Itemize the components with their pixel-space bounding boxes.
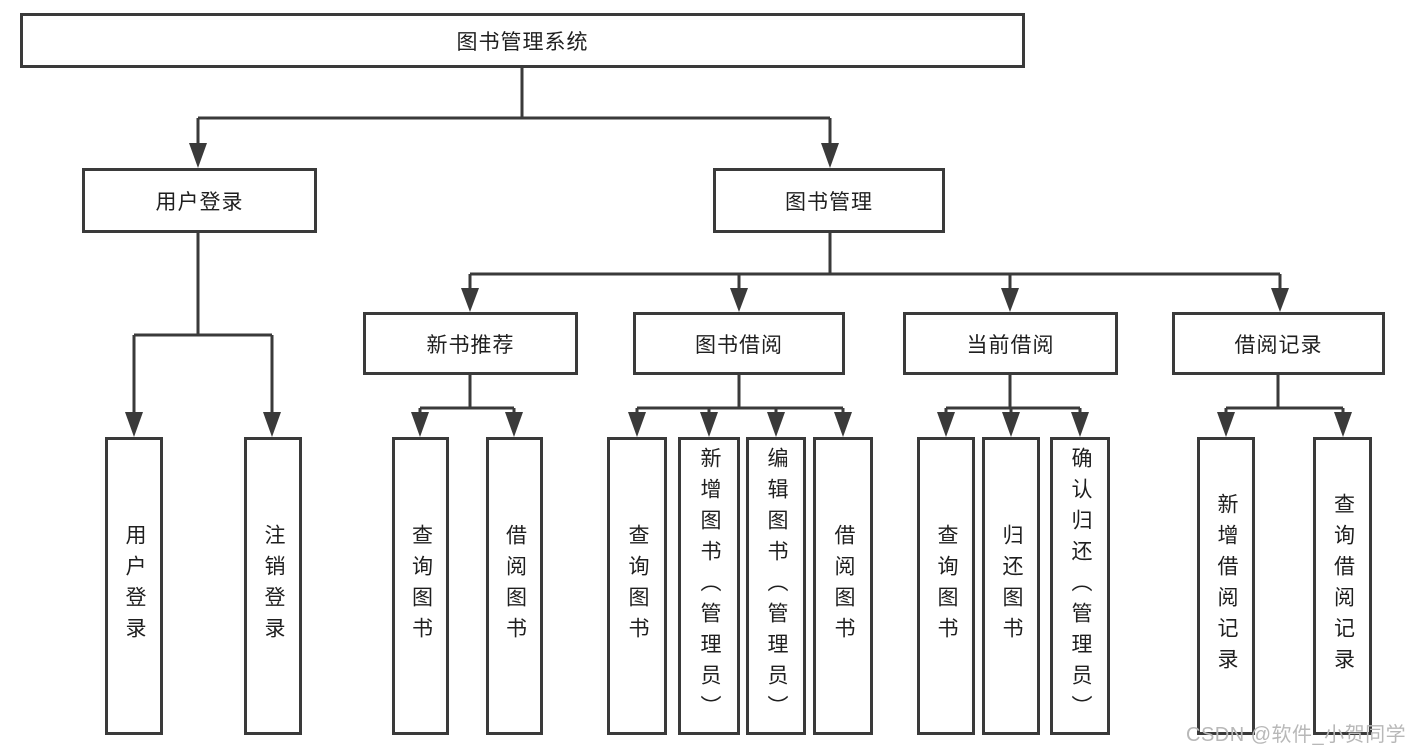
node-current-borrow: 当前借阅	[903, 312, 1118, 375]
node-borrow-record: 借阅记录	[1172, 312, 1385, 375]
arrow-down-icon	[628, 412, 646, 437]
leaf-recommend-query-book: 查询图书	[392, 437, 449, 735]
arrow-down-icon	[700, 412, 718, 437]
leaf-user-login: 用户登录	[105, 437, 163, 735]
leaf-borrow-borrow-book: 借阅图书	[813, 437, 873, 735]
leaf-borrow-borrow-book-label: 借阅图书	[832, 524, 855, 648]
leaf-current-confirm-return-admin: 确认归还（管理员）	[1050, 437, 1110, 735]
arrow-down-icon	[821, 143, 839, 168]
leaf-current-query-book-label: 查询图书	[935, 524, 958, 648]
leaf-current-return-book: 归还图书	[982, 437, 1040, 735]
node-user-login: 用户登录	[82, 168, 317, 233]
leaf-logout: 注销登录	[244, 437, 302, 735]
leaf-borrow-edit-book-admin: 编辑图书（管理员）	[746, 437, 806, 735]
node-new-book-recommend-label: 新书推荐	[426, 333, 515, 357]
leaf-borrow-query-book-label: 查询图书	[626, 524, 649, 648]
leaf-record-add-borrow-record-label: 新增借阅记录	[1215, 493, 1238, 679]
node-user-login-label: 用户登录	[155, 190, 244, 214]
leaf-borrow-edit-book-admin-label: 编辑图书（管理员）	[765, 446, 788, 726]
arrow-down-icon	[1001, 288, 1019, 312]
arrow-down-icon	[767, 412, 785, 437]
arrow-down-icon	[1071, 412, 1089, 437]
arrow-down-icon	[730, 288, 748, 312]
leaf-recommend-borrow-book: 借阅图书	[486, 437, 543, 735]
node-root-label: 图书管理系统	[456, 30, 589, 54]
leaf-recommend-query-book-label: 查询图书	[409, 524, 433, 648]
node-book-borrow: 图书借阅	[633, 312, 845, 375]
leaf-record-query-borrow-record: 查询借阅记录	[1313, 437, 1372, 735]
arrow-down-icon	[505, 412, 523, 437]
leaf-current-query-book: 查询图书	[917, 437, 975, 735]
leaf-recommend-borrow-book-label: 借阅图书	[503, 524, 527, 648]
leaf-logout-label: 注销登录	[262, 524, 285, 648]
leaf-current-return-book-label: 归还图书	[1000, 524, 1023, 648]
arrow-down-icon	[263, 412, 281, 437]
arrow-down-icon	[1217, 412, 1235, 437]
arrow-down-icon	[834, 412, 852, 437]
leaf-borrow-add-book-admin: 新增图书（管理员）	[678, 437, 740, 735]
arrow-down-icon	[189, 143, 207, 168]
leaf-user-login-label: 用户登录	[123, 524, 146, 648]
leaf-borrow-add-book-admin-label: 新增图书（管理员）	[698, 446, 721, 726]
node-book-mgmt: 图书管理	[713, 168, 945, 233]
node-book-mgmt-label: 图书管理	[785, 190, 873, 214]
leaf-current-confirm-return-admin-label: 确认归还（管理员）	[1069, 446, 1092, 726]
node-book-borrow-label: 图书借阅	[695, 333, 783, 357]
arrow-down-icon	[1271, 288, 1289, 312]
node-new-book-recommend: 新书推荐	[363, 312, 578, 375]
node-borrow-record-label: 借阅记录	[1234, 333, 1323, 357]
csdn-watermark: CSDN @软件_小贺同学	[1186, 724, 1405, 746]
leaf-borrow-query-book: 查询图书	[607, 437, 667, 735]
arrow-down-icon	[1002, 412, 1020, 437]
arrow-down-icon	[1334, 412, 1352, 437]
arrow-down-icon	[461, 288, 479, 312]
node-root: 图书管理系统	[20, 13, 1025, 68]
leaf-record-query-borrow-record-label: 查询借阅记录	[1331, 493, 1355, 679]
arrow-down-icon	[125, 412, 143, 437]
node-current-borrow-label: 当前借阅	[966, 333, 1055, 357]
arrow-down-icon	[937, 412, 955, 437]
leaf-record-add-borrow-record: 新增借阅记录	[1197, 437, 1255, 735]
arrow-down-icon	[411, 412, 429, 437]
